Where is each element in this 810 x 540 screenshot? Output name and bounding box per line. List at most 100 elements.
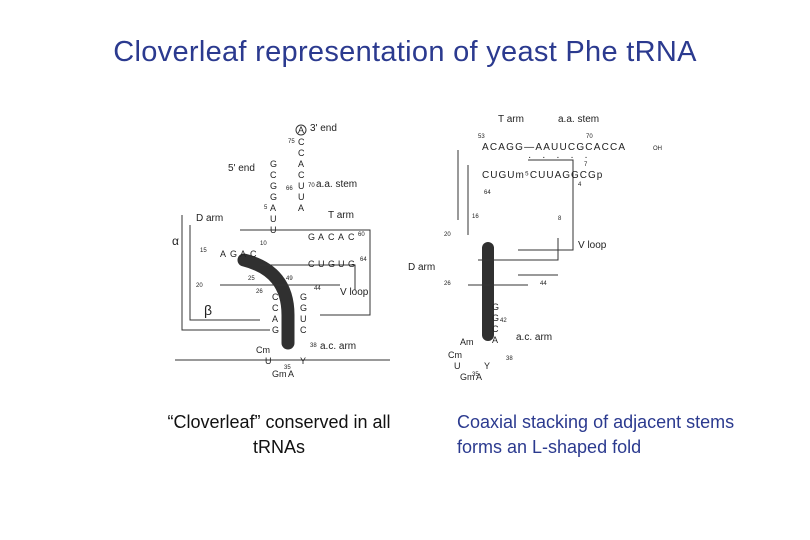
svg-text:U: U xyxy=(338,259,345,269)
connector-lines xyxy=(175,215,390,361)
svg-text:G: G xyxy=(492,313,499,323)
svg-text:15: 15 xyxy=(200,248,207,254)
region-labels: 3' end 5' end a.a. stem D arm T arm V lo… xyxy=(172,123,369,352)
svg-text:20: 20 xyxy=(444,232,451,238)
svg-text:C: C xyxy=(272,303,279,313)
svg-text:G: G xyxy=(270,192,277,202)
svg-text:44: 44 xyxy=(540,281,547,287)
svg-text:38: 38 xyxy=(310,343,317,349)
svg-text:7: 7 xyxy=(584,162,588,168)
svg-text:Am: Am xyxy=(460,337,474,347)
svg-text:U: U xyxy=(318,259,325,269)
svg-text:49: 49 xyxy=(286,276,293,282)
svg-text:U: U xyxy=(298,192,305,202)
caption-cloverleaf: “Cloverleaf” conserved in all tRNAs xyxy=(167,412,391,457)
svg-text:A: A xyxy=(492,335,498,345)
label-3-prime-end: 3' end xyxy=(310,123,337,134)
svg-text:C: C xyxy=(298,148,305,158)
acceptor-stem-5prime: G C G G A U U xyxy=(270,159,277,235)
svg-text:C: C xyxy=(308,259,315,269)
t-arm-top-row: G A C A C xyxy=(308,232,355,242)
svg-text:G: G xyxy=(308,232,315,242)
label-d-arm: D arm xyxy=(196,213,223,224)
svg-text:42: 42 xyxy=(500,318,507,324)
position-numbers: 75 70 66 5 10 15 20 25 26 49 44 38 35 60… xyxy=(196,139,367,371)
svg-text:5: 5 xyxy=(264,205,268,211)
svg-text:53: 53 xyxy=(478,134,485,140)
svg-text:G: G xyxy=(328,259,335,269)
label-v-loop: V loop xyxy=(340,287,369,298)
anticodon-loop: Cm U Gm A Y xyxy=(448,350,490,382)
anticodon-stem-right: G G U C xyxy=(300,292,307,335)
svg-text:A: A xyxy=(318,232,324,242)
caption-l-shape: Coaxial stacking of adjacent stems forms… xyxy=(457,412,735,457)
svg-text:C: C xyxy=(492,324,499,334)
svg-text:25: 25 xyxy=(248,276,255,282)
label-aa-stem: a.a. stem xyxy=(316,179,357,190)
label-v-loop: V loop xyxy=(578,240,607,251)
svg-text:Gm: Gm xyxy=(272,369,287,379)
svg-text:A: A xyxy=(270,203,276,213)
svg-text:64: 64 xyxy=(360,257,367,263)
svg-text:U: U xyxy=(300,314,307,324)
svg-text:C: C xyxy=(272,292,279,302)
svg-text:U: U xyxy=(454,361,461,371)
svg-text:75: 75 xyxy=(288,139,295,145)
svg-text:C: C xyxy=(298,137,305,147)
svg-text:Cm: Cm xyxy=(448,350,462,360)
position-numbers: 53 70 7 64 4 16 20 8 26 44 42 38 35 xyxy=(444,134,593,378)
svg-text:G: G xyxy=(270,181,277,191)
svg-text:4: 4 xyxy=(578,182,582,188)
svg-text:U: U xyxy=(265,356,272,366)
l-shape-overlay xyxy=(237,253,295,350)
svg-text:10: 10 xyxy=(260,241,267,247)
svg-text:A: A xyxy=(476,372,482,382)
svg-text:G: G xyxy=(300,292,307,302)
svg-text:44: 44 xyxy=(314,286,321,292)
label-beta: β xyxy=(204,302,212,318)
aa-stem-oh: OH xyxy=(653,146,662,152)
cloverleaf-diagram: A C C A C U U A G C G G A U U G A C A C … xyxy=(172,123,390,379)
svg-text:38: 38 xyxy=(506,356,513,362)
svg-text:70: 70 xyxy=(308,183,315,189)
svg-text:G: G xyxy=(272,325,279,335)
svg-text:C: C xyxy=(300,325,307,335)
label-5-prime-end: 5' end xyxy=(228,163,255,174)
svg-text:G: G xyxy=(270,159,277,169)
label-ac-arm: a.c. arm xyxy=(516,332,552,343)
svg-text:G: G xyxy=(230,249,237,259)
svg-text:8: 8 xyxy=(558,216,562,222)
page-title: Cloverleaf representation of yeast Phe t… xyxy=(113,36,697,68)
anticodon-stem-left: C C A G xyxy=(272,292,279,335)
label-aa-stem: a.a. stem xyxy=(558,114,599,125)
t-arm-bottom-row: C U G U G xyxy=(308,259,355,269)
svg-text:A: A xyxy=(298,125,304,135)
svg-text:C: C xyxy=(270,170,277,180)
l-shape-diagram: ACAGG—AAUUCGCACCA OH · · · · · CUGUm⁵CUU… xyxy=(408,114,662,382)
svg-text:A: A xyxy=(220,249,226,259)
svg-text:26: 26 xyxy=(256,289,263,295)
svg-text:C: C xyxy=(348,232,355,242)
svg-text:66: 66 xyxy=(286,186,293,192)
svg-text:G: G xyxy=(492,302,499,312)
svg-text:G: G xyxy=(348,259,355,269)
svg-text:A: A xyxy=(298,203,304,213)
svg-text:60: 60 xyxy=(358,232,365,238)
svg-text:A: A xyxy=(338,232,344,242)
region-labels: T arm a.a. stem D arm V loop a.c. arm xyxy=(408,114,607,343)
ac-stem-column: G G C A Am xyxy=(460,302,499,347)
svg-text:16: 16 xyxy=(472,214,479,220)
svg-text:35: 35 xyxy=(284,365,291,371)
svg-text:A: A xyxy=(272,314,278,324)
label-alpha: α xyxy=(172,234,179,248)
label-d-arm: D arm xyxy=(408,262,435,273)
svg-text:C: C xyxy=(298,170,305,180)
svg-text:Gm: Gm xyxy=(460,372,475,382)
t-arm-bottom-seq: CUGUm⁵CUUAGGCGp xyxy=(482,170,603,181)
svg-text:A: A xyxy=(240,249,246,259)
svg-text:64: 64 xyxy=(484,190,491,196)
label-ac-arm: a.c. arm xyxy=(320,341,356,352)
svg-text:Cm: Cm xyxy=(256,345,270,355)
svg-text:U: U xyxy=(270,225,277,235)
label-t-arm: T arm xyxy=(328,210,354,221)
